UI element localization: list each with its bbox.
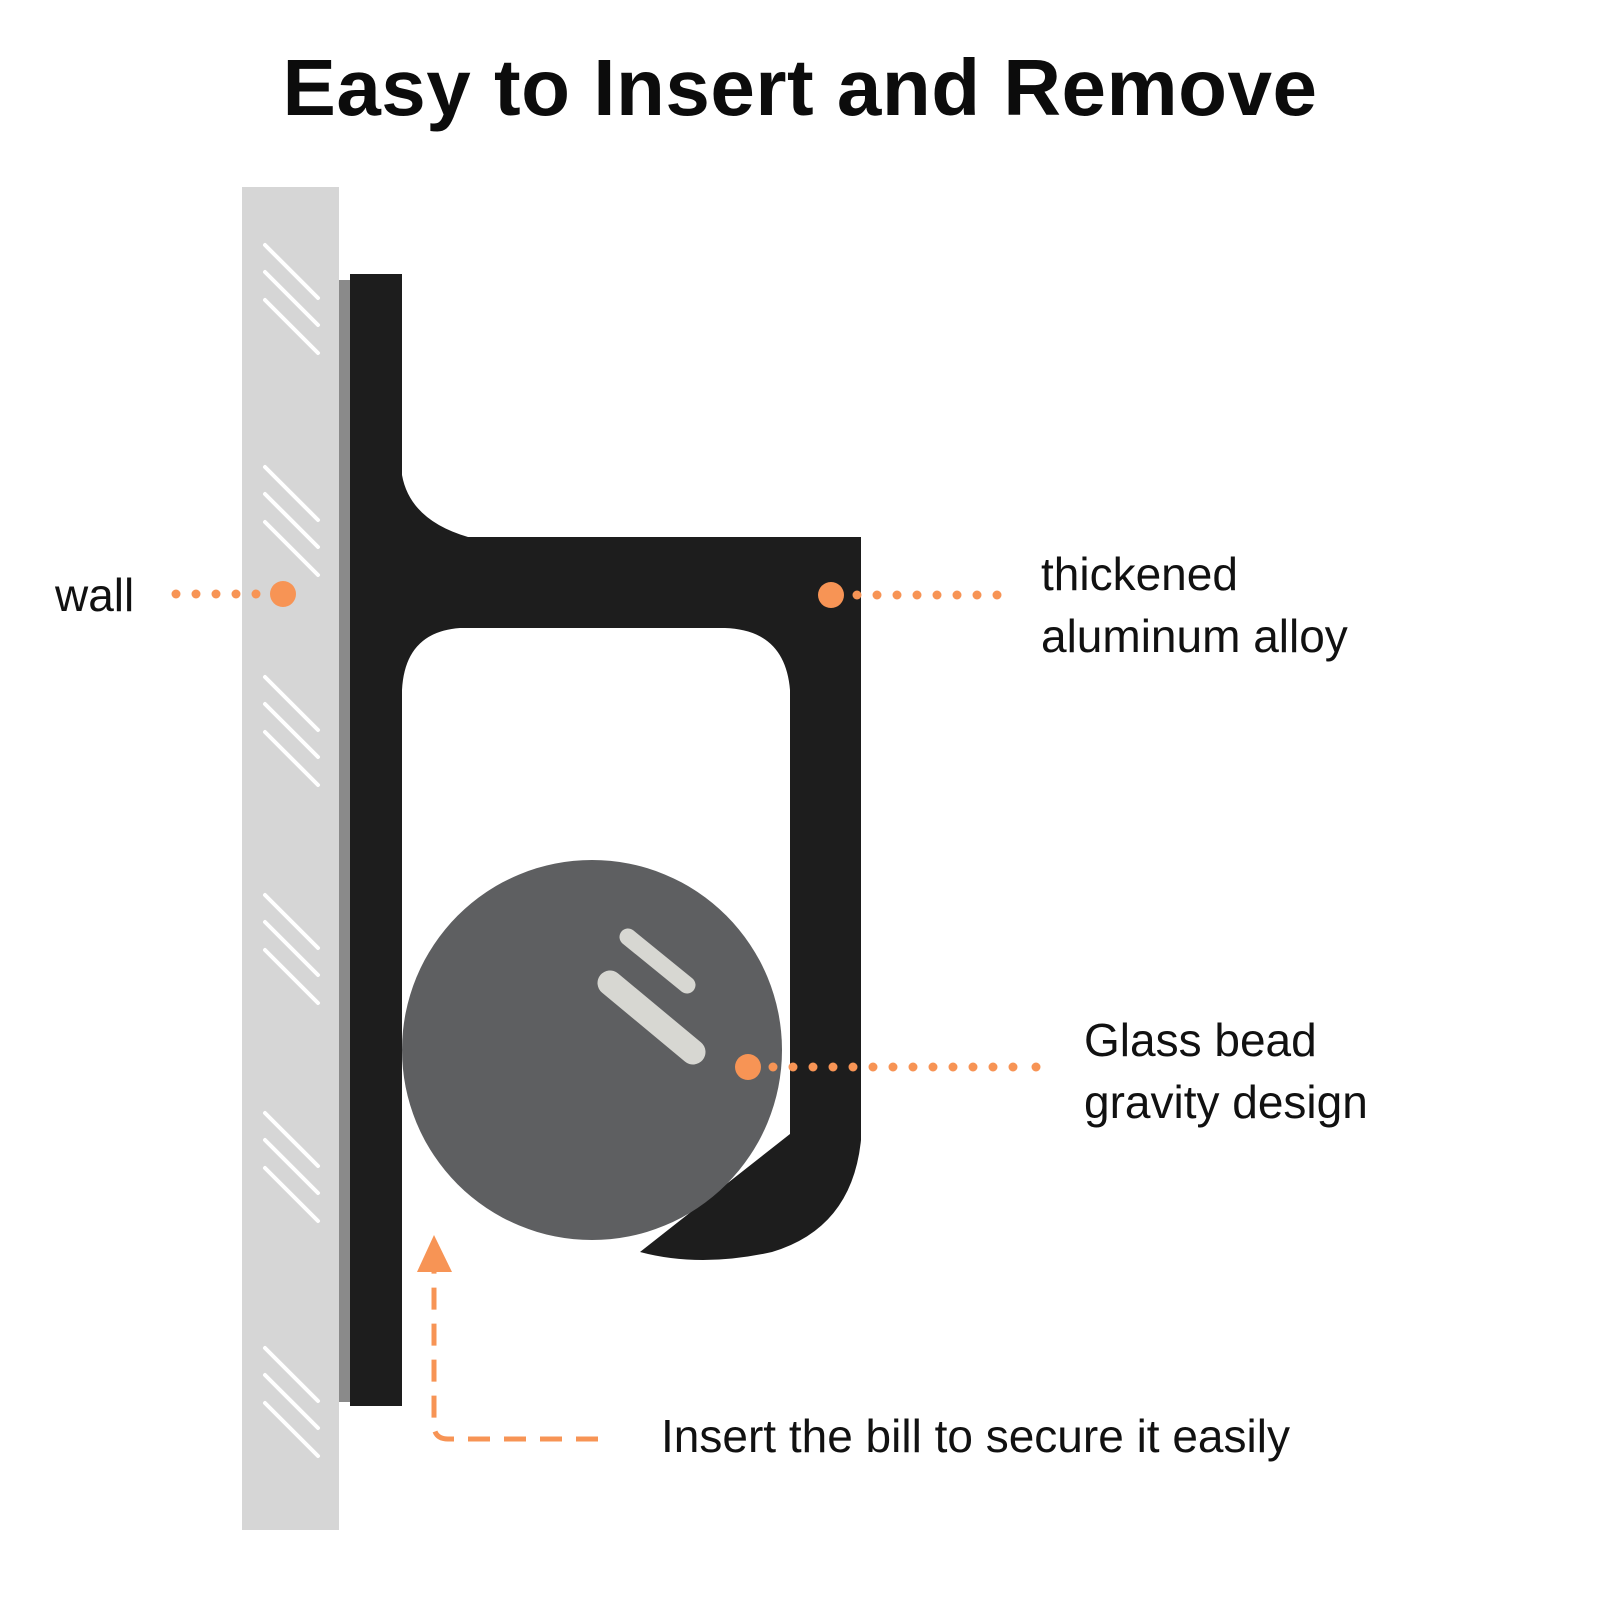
diagram-title: Easy to Insert and Remove — [282, 43, 1318, 132]
insert-label: Insert the bill to secure it easily — [661, 1410, 1290, 1462]
alloy-label-line-2: aluminum alloy — [1041, 610, 1348, 662]
insert-arrow — [417, 1235, 598, 1442]
alloy-callout — [818, 582, 1002, 608]
wall-texture — [263, 243, 320, 1458]
glass-bead — [402, 860, 782, 1240]
aluminum-bracket — [350, 274, 861, 1406]
wall-panel — [242, 187, 351, 1530]
wall-label: wall — [55, 569, 135, 621]
bead-label: Glass bead gravity design — [1084, 1009, 1368, 1133]
bead-callout — [735, 1054, 1041, 1080]
alloy-label: thickened aluminum alloy — [1041, 543, 1348, 667]
alloy-label-line-1: thickened — [1041, 548, 1238, 600]
wall-callout — [171, 581, 296, 607]
bead-label-line-1: Glass bead — [1084, 1014, 1317, 1066]
arrow-up-icon — [417, 1235, 452, 1272]
bead-label-line-2: gravity design — [1084, 1076, 1368, 1128]
